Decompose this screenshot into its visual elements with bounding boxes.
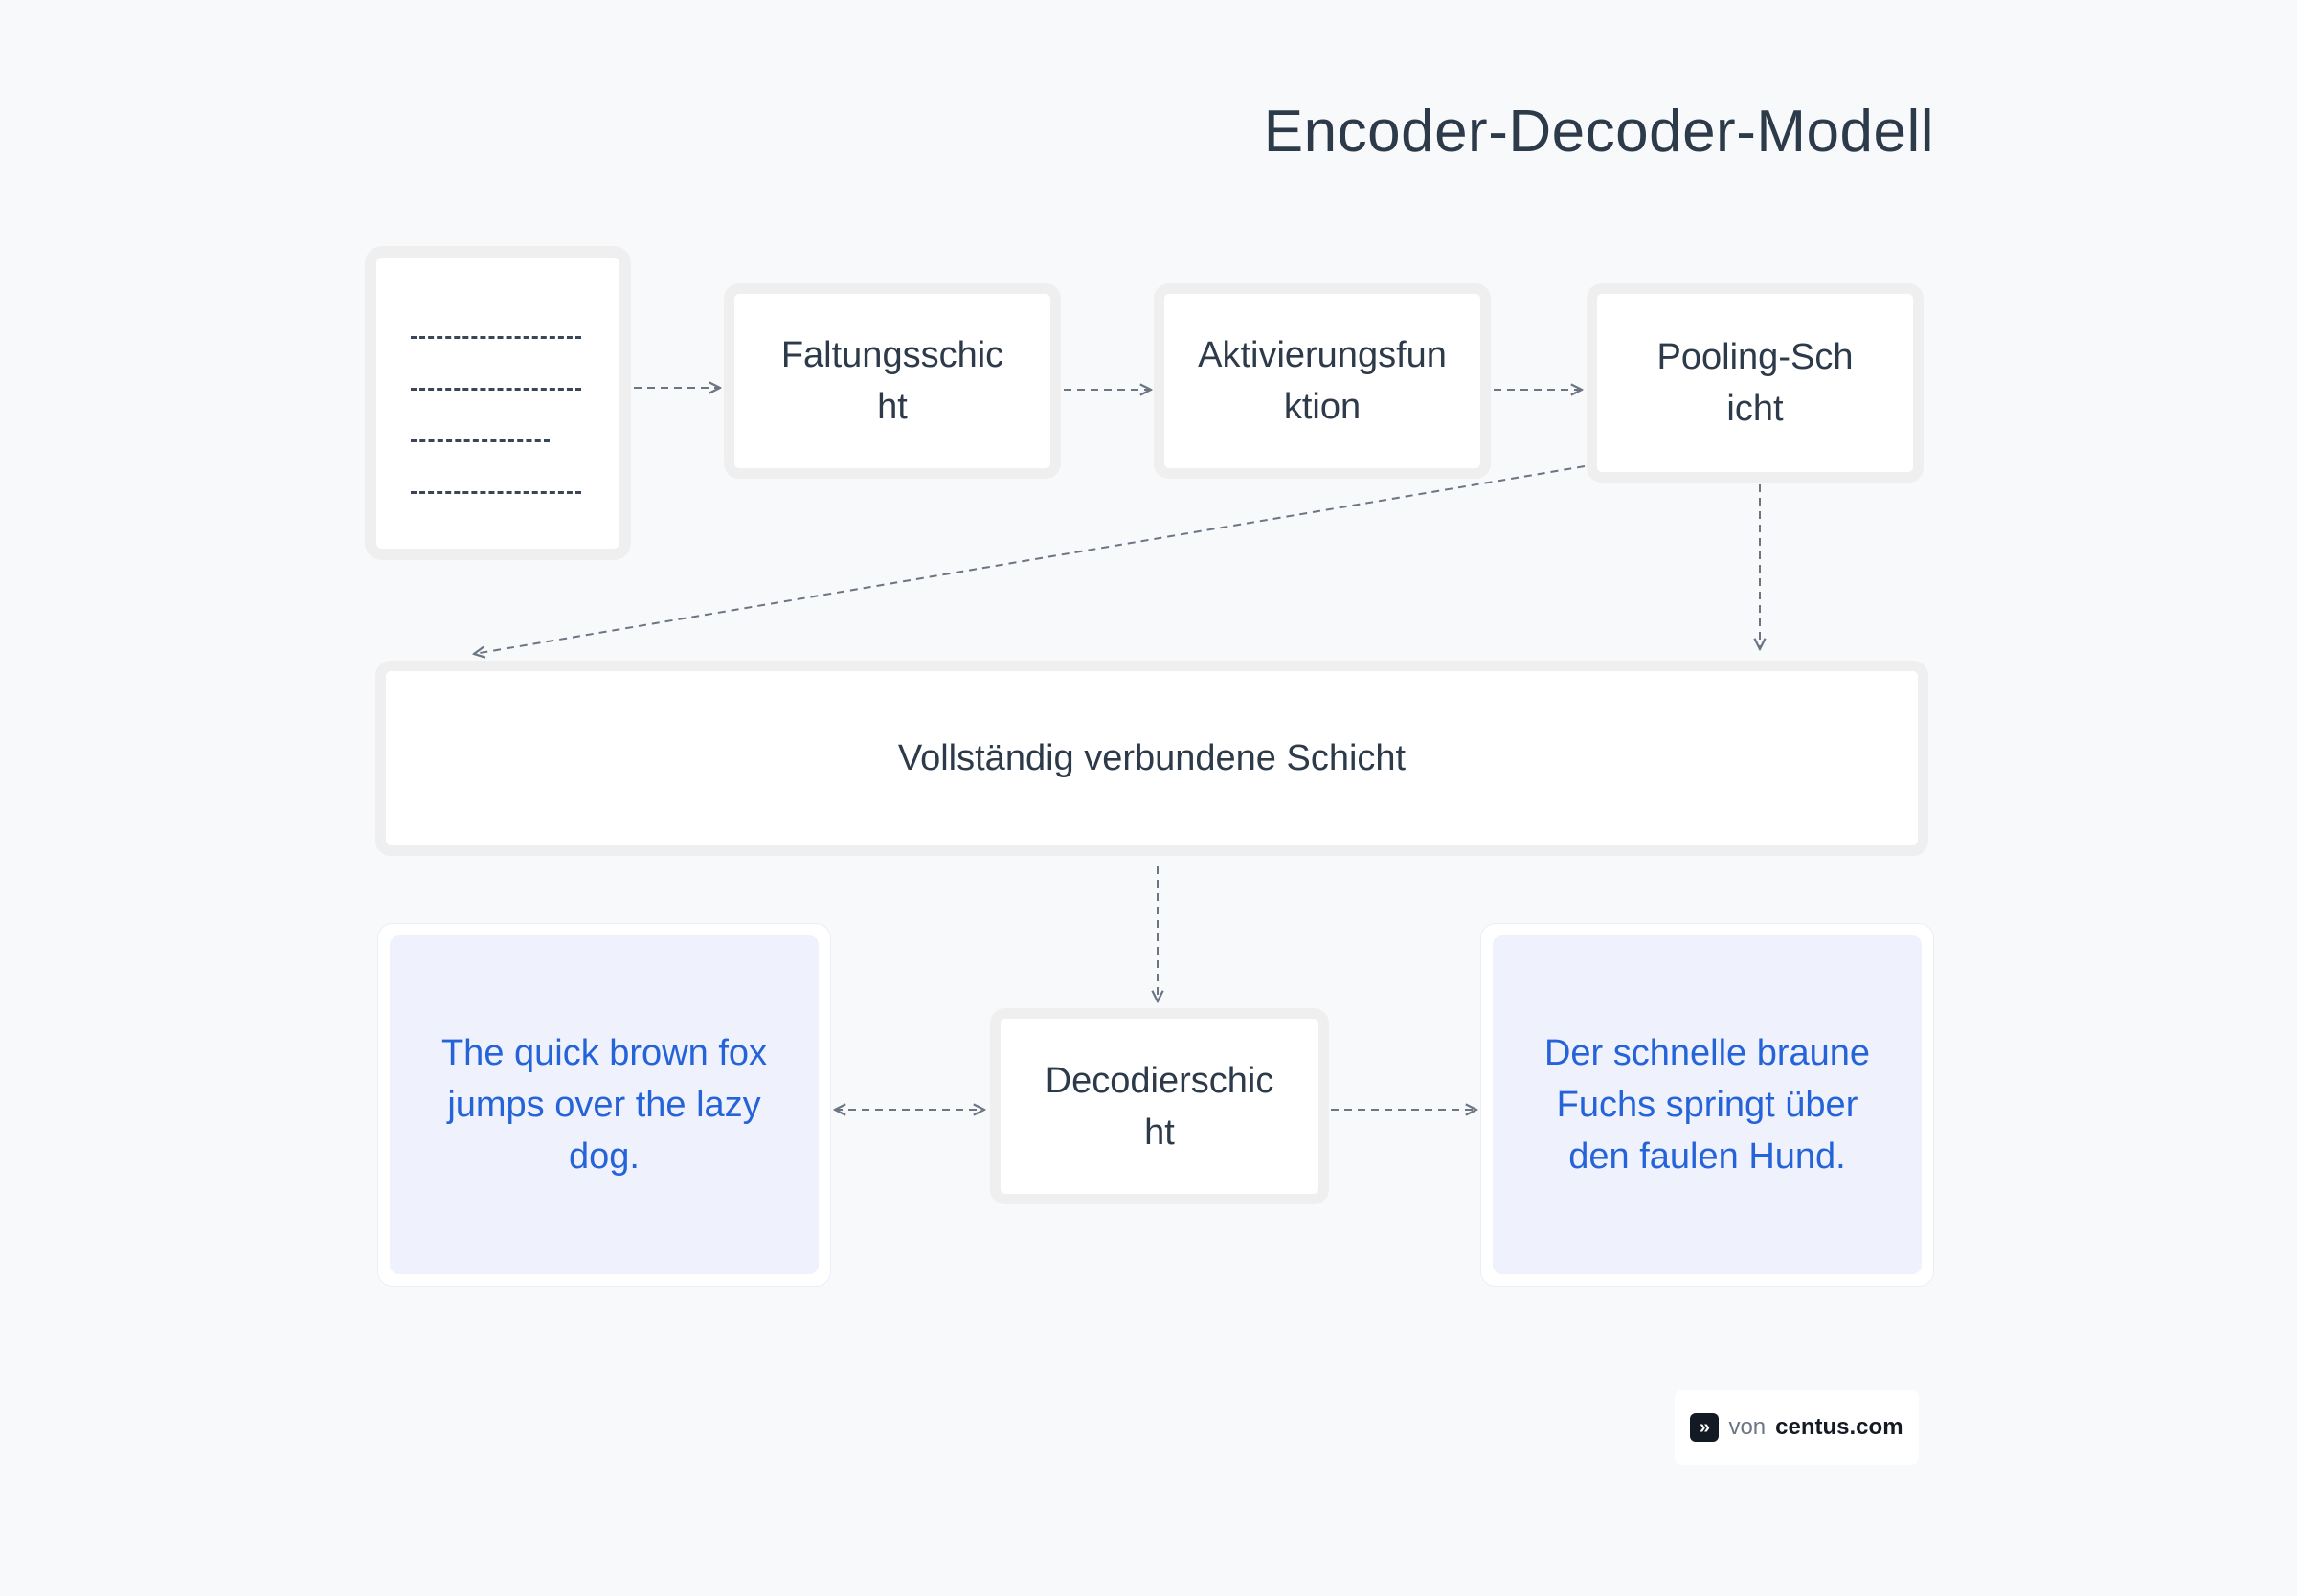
input-sentence-panel: The quick brown fox jumps over the lazy …: [377, 923, 831, 1287]
decoder-layer-node: Decodierschicht: [990, 1008, 1329, 1204]
document-line: [411, 439, 550, 442]
diagram-title: Encoder-Decoder-Modell: [1263, 99, 1934, 165]
document-line: [411, 491, 581, 494]
document-line: [411, 336, 581, 339]
pooling-layer-node: Pooling-Schicht: [1587, 283, 1924, 483]
dense-layer-node: Vollständig verbundene Schicht: [375, 661, 1928, 856]
activation-label: Aktivierungsfunktion: [1198, 335, 1447, 427]
pooling-layer-label: Pooling-Schicht: [1656, 337, 1854, 429]
double-chevron-icon: »: [1690, 1413, 1720, 1442]
activation-node: Aktivierungsfunktion: [1154, 283, 1491, 479]
decoder-layer-label: Decodierschicht: [1045, 1060, 1274, 1153]
input-sentence: The quick brown fox jumps over the lazy …: [390, 935, 819, 1274]
input-document-node: [365, 246, 631, 560]
output-sentence: Der schnelle braune Fuchs springt über d…: [1493, 935, 1922, 1274]
output-sentence-panel: Der schnelle braune Fuchs springt über d…: [1480, 923, 1934, 1287]
document-line: [411, 388, 581, 391]
attribution-badge[interactable]: » von centus.com: [1675, 1390, 1919, 1465]
conv-layer-node: Faltungsschicht: [724, 283, 1061, 479]
conv-layer-label: Faltungsschicht: [780, 335, 1004, 427]
arrow-pooling-to-dense-left: [474, 465, 1586, 654]
dense-layer-label: Vollständig verbundene Schicht: [897, 738, 1407, 778]
badge-domain: centus.com: [1775, 1414, 1903, 1440]
badge-prefix: von: [1728, 1414, 1767, 1440]
